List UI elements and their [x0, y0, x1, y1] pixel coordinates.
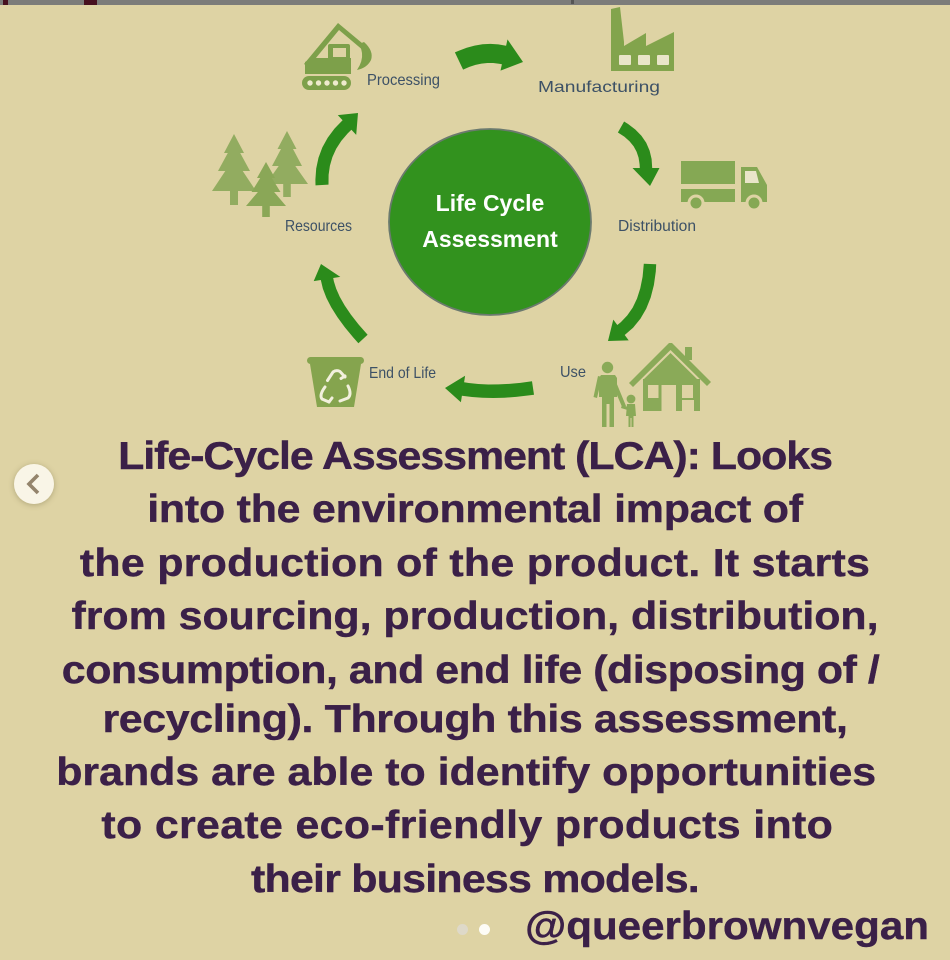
svg-text:Use: Use [560, 364, 586, 381]
svg-text:Manufacturing: Manufacturing [538, 79, 660, 96]
svg-text:Resources: Resources [285, 218, 352, 235]
svg-text:Distribution: Distribution [618, 218, 696, 235]
svg-text:Life Cycle: Life Cycle [436, 190, 545, 216]
svg-text:End of Life: End of Life [369, 365, 436, 382]
svg-text:Processing: Processing [367, 72, 440, 89]
svg-text:Assessment: Assessment [422, 226, 558, 252]
